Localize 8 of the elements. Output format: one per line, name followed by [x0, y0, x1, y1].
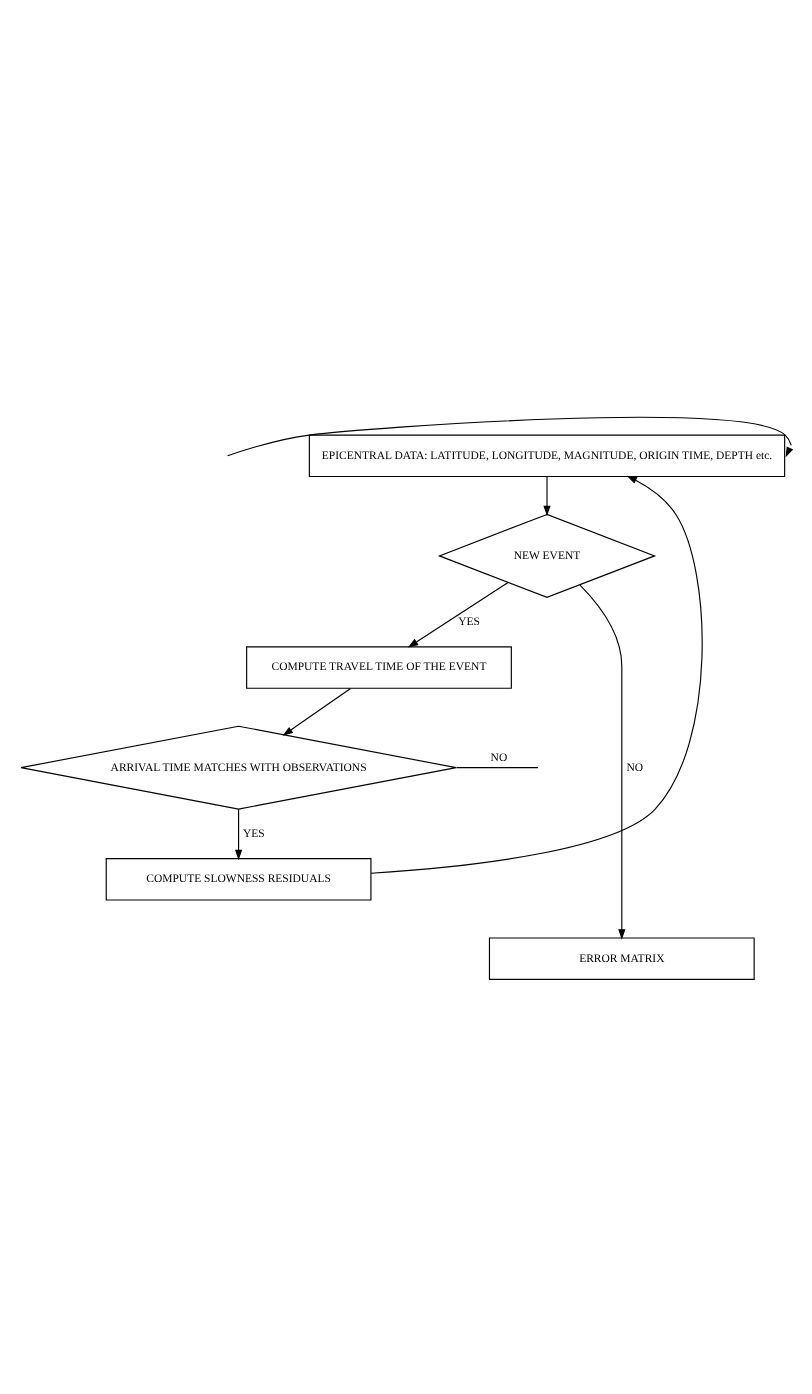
arrow: [282, 686, 352, 735]
arrow: [407, 580, 509, 647]
arrow: [579, 583, 626, 939]
arrow: [227, 415, 794, 457]
arrow: [543, 475, 551, 516]
arrow: [370, 474, 703, 873]
connector: [455, 766, 539, 768]
arrow: [234, 807, 243, 860]
